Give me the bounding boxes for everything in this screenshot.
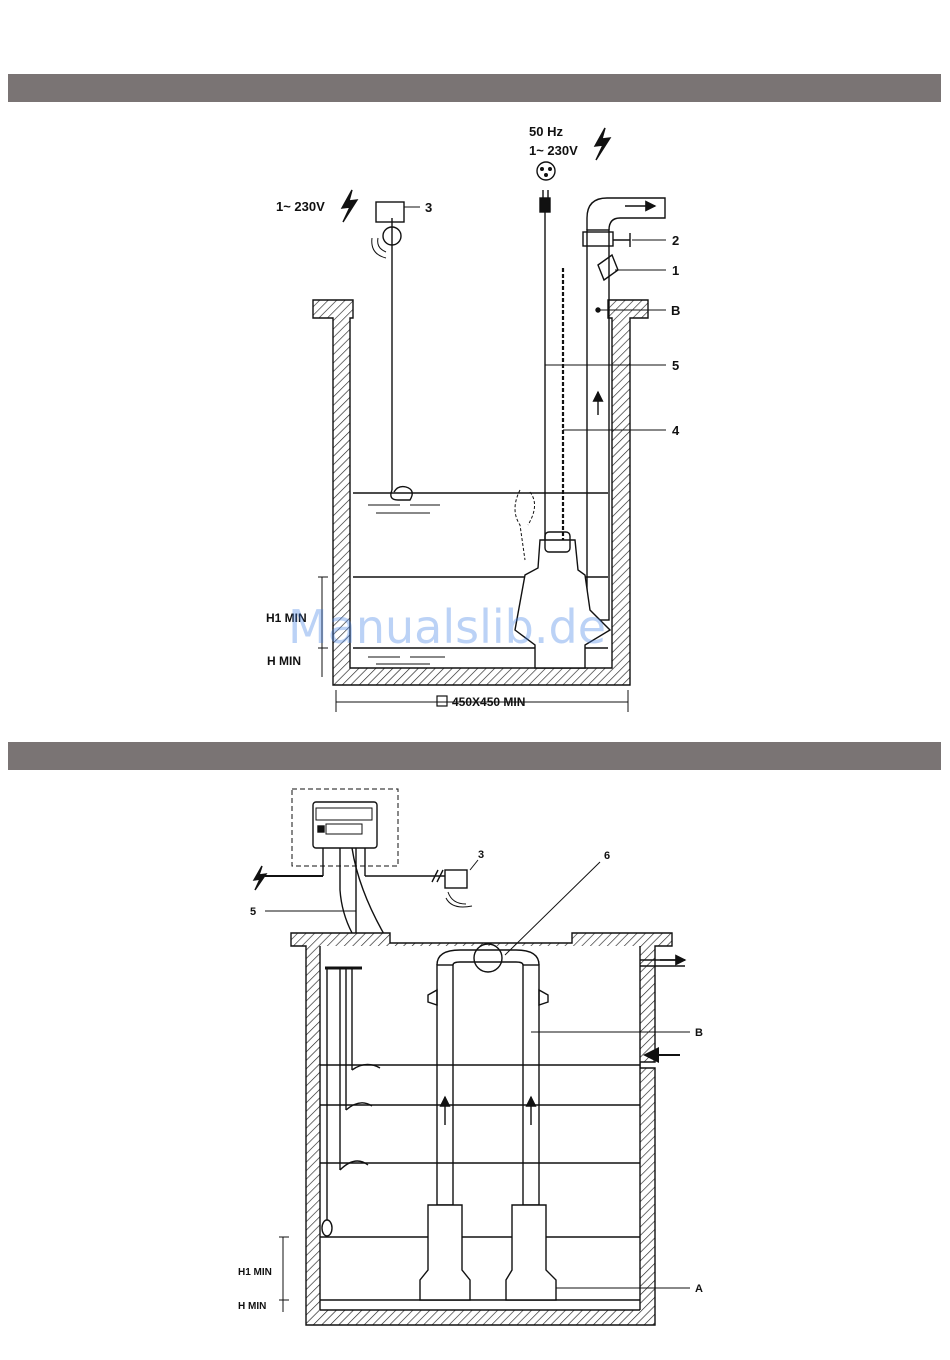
label-1: 1 — [672, 263, 679, 278]
label-4: 4 — [672, 423, 680, 438]
power-voltage-label: 1~ 230V — [529, 143, 578, 158]
panel-indicator-icon — [318, 826, 324, 832]
check-valve — [598, 255, 618, 280]
h-min-label: H MIN — [267, 654, 301, 668]
watermark: Manualslib.de — [288, 600, 606, 654]
control-panel-box — [313, 802, 377, 848]
h1-min-label-bottom: H1 MIN — [238, 1267, 272, 1278]
pipe-elbow — [587, 198, 665, 230]
label-b: B — [671, 303, 680, 318]
plug-icon — [540, 198, 550, 212]
lightning-icon — [595, 128, 610, 160]
float-switch-dashed — [515, 490, 535, 560]
lightning-icon — [342, 190, 357, 222]
lightning-icon — [254, 866, 266, 890]
twin-pump-diagram — [254, 789, 690, 1325]
label-3-bottom: 3 — [478, 849, 484, 861]
label-3: 3 — [425, 200, 432, 215]
label-b-bottom: B — [695, 1027, 703, 1039]
alarm-box — [445, 870, 467, 888]
label-5-bottom: 5 — [250, 906, 256, 918]
discharge-pipe — [587, 230, 609, 620]
label-a: A — [695, 1283, 703, 1295]
control-panel-outline — [292, 789, 398, 866]
pump-left — [420, 1205, 470, 1300]
label-2: 2 — [672, 233, 679, 248]
h-min-label-bottom: H MIN — [238, 1301, 266, 1312]
socket-icon — [537, 162, 555, 180]
dimension-label: 450X450 MIN — [452, 695, 525, 709]
label-6: 6 — [604, 850, 610, 862]
square-symbol — [437, 696, 447, 706]
alarm-horn-icon — [446, 892, 472, 907]
alarm-box — [376, 202, 404, 222]
alarm-voltage-label: 1~ 230V — [276, 199, 325, 214]
label-5: 5 — [672, 358, 679, 373]
power-frequency-label: 50 Hz — [529, 124, 563, 139]
